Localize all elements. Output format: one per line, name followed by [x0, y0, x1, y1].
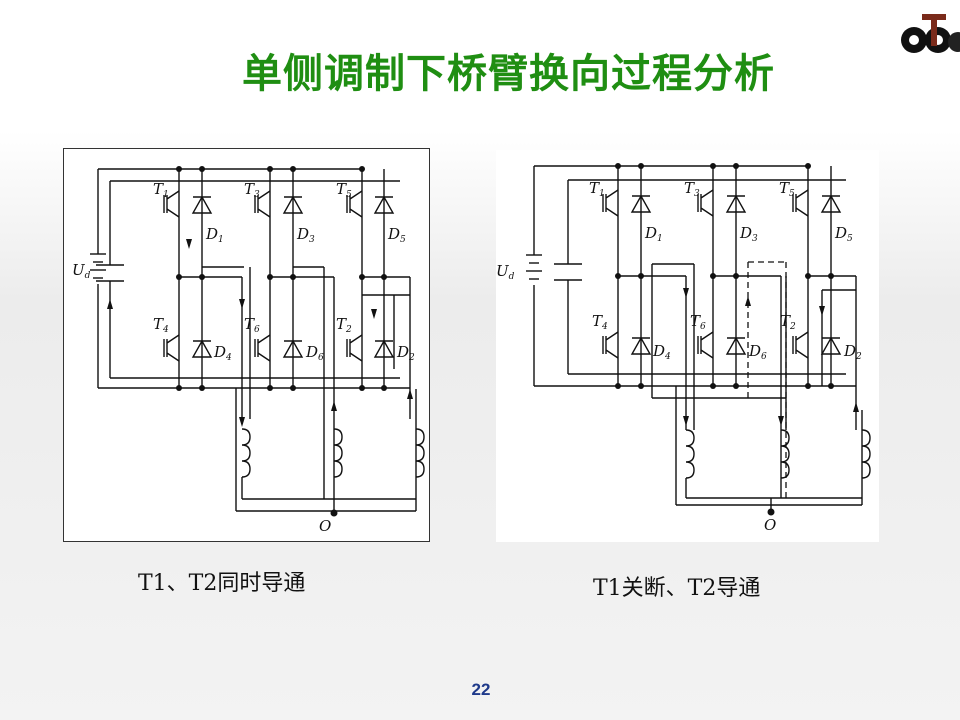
d4-label-right: D4 [652, 342, 671, 362]
d3-label-right: D3 [739, 224, 758, 244]
t1-label-right: T1 [589, 179, 605, 199]
d2-label-right: D2 [843, 342, 862, 362]
d5-label-right: D5 [834, 224, 853, 244]
t5-label-right: T5 [779, 179, 795, 199]
d1-label-right: D1 [644, 224, 663, 244]
page-number: 22 [471, 680, 491, 699]
d6-label-right: D6 [748, 342, 767, 362]
d4-label: D4 [213, 343, 232, 363]
circuit-right-svg: Ud T1 T3 T5 T4 T6 T2 D1 D3 D5 D4 D6 D2 O [496, 163, 871, 534]
t2-label-right: T2 [780, 312, 796, 332]
t3-label-right: T3 [684, 179, 700, 199]
caption-left: T1、T2同时导通 [138, 571, 306, 596]
d3-label: D3 [296, 225, 315, 245]
t1-label: T1 [153, 180, 169, 200]
d1-label: D1 [205, 225, 224, 245]
t6-label-right: T6 [690, 312, 706, 332]
ud-label-right: Ud [496, 262, 515, 282]
d6-label: D6 [305, 343, 324, 363]
t5-label: T5 [336, 180, 352, 200]
ud-label: Ud [72, 261, 91, 281]
circuit-diagram-right: Ud T1 T3 T5 T4 T6 T2 D1 D3 D5 D4 D6 D2 O [496, 150, 879, 542]
neutral-o-label-right: O [764, 516, 776, 534]
t6-label: T6 [244, 315, 260, 335]
d2-label: D2 [396, 343, 415, 363]
t2-label: T2 [336, 315, 352, 335]
circuit-diagram-left: Ud T1 T3 T5 T4 T6 T2 D1 D3 D5 D4 D6 D2 O [63, 148, 430, 542]
caption-right: T1关断、T2导通 [593, 576, 761, 601]
t3-label: T3 [244, 180, 260, 200]
t4-label-right: T4 [592, 312, 608, 332]
circuit-left-svg: Ud T1 T3 T5 T4 T6 T2 D1 D3 D5 D4 D6 D2 O [72, 166, 425, 535]
t4-label: T4 [153, 315, 169, 335]
neutral-o-label: O [319, 517, 331, 535]
page-title: 单侧调制下桥臂换向过程分析 [242, 51, 775, 97]
logo-icon [901, 14, 960, 53]
d5-label: D5 [387, 225, 406, 245]
